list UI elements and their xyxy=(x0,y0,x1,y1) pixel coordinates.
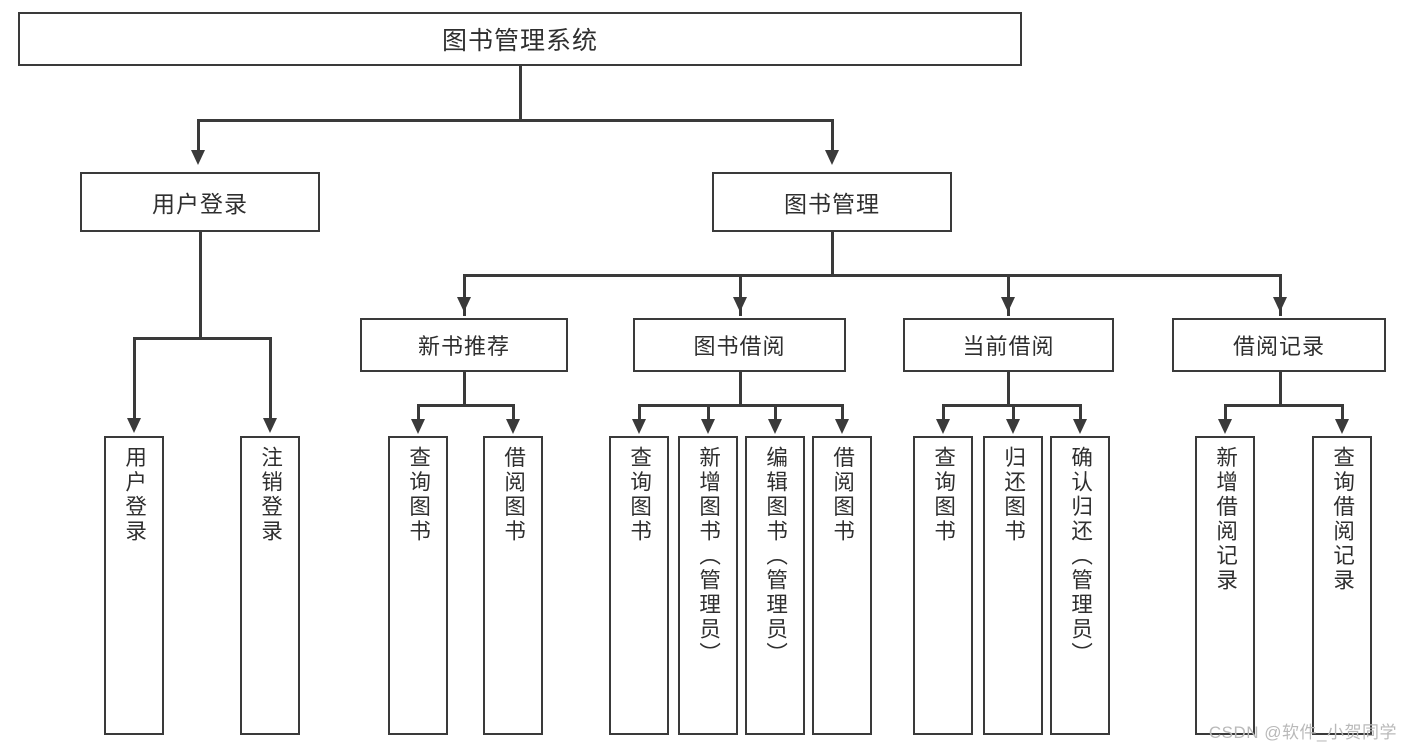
arrowhead-leaf-new-book-0 xyxy=(411,419,425,434)
node-label: 图书管理系统 xyxy=(441,27,598,55)
edge-borrow-record-bus xyxy=(1224,404,1343,407)
arrowhead-leaf-book-borrow-2 xyxy=(768,419,782,434)
arrowhead-borrow-record xyxy=(1273,297,1287,312)
leaf-borrow-record-0[interactable]: 新增借阅记录 xyxy=(1195,436,1255,735)
arrowhead-book-borrow xyxy=(733,297,747,312)
edge-book-manage-child-0 xyxy=(463,274,466,316)
edge-new-book-bus xyxy=(417,404,514,407)
node-user-login[interactable]: 用户登录 xyxy=(80,172,320,232)
node-label: 查询图书 xyxy=(406,446,431,544)
edge-borrow-record-stem xyxy=(1279,372,1282,404)
leaf-new-book-1[interactable]: 借阅图书 xyxy=(483,436,543,735)
arrowhead-leaf-user-login-1 xyxy=(263,418,277,433)
leaf-borrow-record-1[interactable]: 查询借阅记录 xyxy=(1312,436,1372,735)
edge-to-book-manage xyxy=(831,119,834,154)
edge-current-borrow-child-0 xyxy=(942,404,945,422)
arrowhead-leaf-current-borrow-1 xyxy=(1006,419,1020,434)
edge-current-borrow-child-2 xyxy=(1079,404,1082,422)
edge-to-user-login xyxy=(197,119,200,154)
arrowhead-current-borrow xyxy=(1001,297,1015,312)
edge-book-manage-bus xyxy=(463,274,1281,277)
edge-current-borrow-child-1 xyxy=(1012,404,1015,422)
arrowhead-leaf-new-book-1 xyxy=(506,419,520,434)
node-label: 查询图书 xyxy=(627,446,652,544)
edge-borrow-record-child-1 xyxy=(1341,404,1344,422)
node-label: 归还图书 xyxy=(1001,446,1026,544)
node-label: 查询借阅记录 xyxy=(1330,446,1355,593)
leaf-book-borrow-0[interactable]: 查询图书 xyxy=(609,436,669,735)
edge-book-borrow-bus xyxy=(638,404,844,407)
edge-borrow-record-child-0 xyxy=(1224,404,1227,422)
edge-current-borrow-bus xyxy=(942,404,1079,407)
leaf-new-book-0[interactable]: 查询图书 xyxy=(388,436,448,735)
edge-new-book-child-1 xyxy=(512,404,515,422)
node-label: 新增借阅记录 xyxy=(1213,446,1238,593)
leaf-user-login-1[interactable]: 注销登录 xyxy=(240,436,300,735)
edge-user-login-child-0 xyxy=(133,337,136,421)
node-borrow-record[interactable]: 借阅记录 xyxy=(1172,318,1386,372)
edge-book-borrow-child-1 xyxy=(707,404,710,422)
node-label: 新书推荐 xyxy=(417,334,510,359)
arrowhead-leaf-borrow-record-1 xyxy=(1335,419,1349,434)
node-label: 借阅记录 xyxy=(1232,334,1325,359)
watermark-text: CSDN @软件_小贺同学 xyxy=(1208,723,1397,742)
node-root-system[interactable]: 图书管理系统 xyxy=(18,12,1022,66)
leaf-book-borrow-2[interactable]: 编辑图书（管理员） xyxy=(745,436,805,735)
edge-new-book-stem xyxy=(463,372,466,404)
node-label: 查询图书 xyxy=(931,446,956,544)
arrowhead-leaf-user-login-0 xyxy=(127,418,141,433)
edge-book-manage-child-1 xyxy=(739,274,742,316)
arrowhead-leaf-borrow-record-0 xyxy=(1218,419,1232,434)
arrowhead-book-manage xyxy=(825,150,839,165)
node-label: 编辑图书（管理员） xyxy=(763,446,788,667)
leaf-book-borrow-1[interactable]: 新增图书（管理员） xyxy=(678,436,738,735)
node-label: 新增图书（管理员） xyxy=(696,446,721,667)
node-label: 借阅图书 xyxy=(501,446,526,544)
arrowhead-user-login xyxy=(191,150,205,165)
node-new-book-recommend[interactable]: 新书推荐 xyxy=(360,318,568,372)
arrowhead-leaf-current-borrow-0 xyxy=(936,419,950,434)
edge-book-manage-stem xyxy=(831,232,834,274)
leaf-book-borrow-3[interactable]: 借阅图书 xyxy=(812,436,872,735)
leaf-current-borrow-2[interactable]: 确认归还（管理员） xyxy=(1050,436,1110,735)
edge-book-manage-child-2 xyxy=(1007,274,1010,316)
edge-user-login-stem xyxy=(199,232,202,337)
node-label: 当前借阅 xyxy=(962,334,1055,359)
edge-book-borrow-child-3 xyxy=(841,404,844,422)
edge-book-borrow-child-2 xyxy=(774,404,777,422)
edge-user-login-bus xyxy=(133,337,269,340)
edge-new-book-child-0 xyxy=(417,404,420,422)
edge-root-bus xyxy=(197,119,834,122)
edge-current-borrow-stem xyxy=(1007,372,1010,404)
node-book-management[interactable]: 图书管理 xyxy=(712,172,952,232)
node-label: 用户登录 xyxy=(122,446,147,544)
leaf-user-login-0[interactable]: 用户登录 xyxy=(104,436,164,735)
node-label: 借阅图书 xyxy=(830,446,855,544)
node-label: 用户登录 xyxy=(152,191,248,217)
arrowhead-new-book xyxy=(457,297,471,312)
edge-book-borrow-stem xyxy=(739,372,742,404)
node-label: 图书借阅 xyxy=(693,334,786,359)
node-book-borrow[interactable]: 图书借阅 xyxy=(633,318,846,372)
node-current-borrow[interactable]: 当前借阅 xyxy=(903,318,1114,372)
leaf-current-borrow-0[interactable]: 查询图书 xyxy=(913,436,973,735)
edge-book-borrow-child-0 xyxy=(638,404,641,422)
arrowhead-leaf-book-borrow-1 xyxy=(701,419,715,434)
leaf-current-borrow-1[interactable]: 归还图书 xyxy=(983,436,1043,735)
node-label: 确认归还（管理员） xyxy=(1068,446,1093,667)
edge-book-manage-child-3 xyxy=(1279,274,1282,316)
node-label: 注销登录 xyxy=(258,446,283,544)
arrowhead-leaf-current-borrow-2 xyxy=(1073,419,1087,434)
arrowhead-leaf-book-borrow-0 xyxy=(632,419,646,434)
arrowhead-leaf-book-borrow-3 xyxy=(835,419,849,434)
edge-root-stem xyxy=(519,66,522,119)
edge-user-login-child-1 xyxy=(269,337,272,421)
node-label: 图书管理 xyxy=(784,191,880,217)
